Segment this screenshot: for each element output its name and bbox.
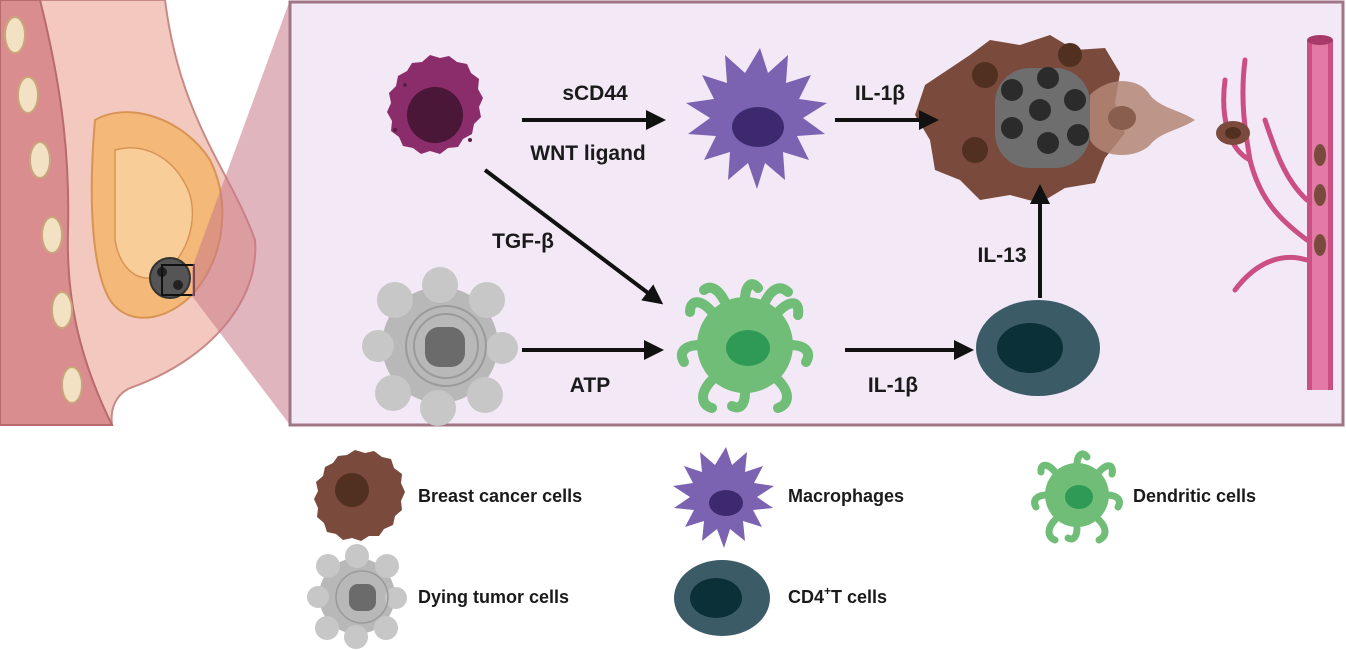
label-tgfb: TGF-β xyxy=(492,230,554,253)
pathway-arrows xyxy=(483,110,1050,360)
legend-label-breast-cancer: Breast cancer cells xyxy=(418,486,582,506)
dendritic-cell xyxy=(676,279,814,413)
label-il13: IL-13 xyxy=(977,244,1026,267)
legend-label-dendritic: Dendritic cells xyxy=(1133,486,1256,506)
legend-label-cd4-prefix: CD4 xyxy=(788,587,824,607)
legend-dendritic xyxy=(1031,450,1123,544)
legend-label-cd4: CD4+T cells xyxy=(788,584,887,607)
tumor-origin-cell xyxy=(387,55,483,154)
label-il1b-bottom: IL-1β xyxy=(868,374,918,397)
arrow-tumor-to-dendritic xyxy=(483,168,664,305)
legend-label-dying-tumor: Dying tumor cells xyxy=(418,587,569,607)
blood-vessel xyxy=(1216,35,1333,390)
macrophage-cell xyxy=(686,48,827,189)
breast-anatomy-illustration xyxy=(0,0,257,426)
legend-breast-cancer xyxy=(314,450,405,541)
legend-dying-tumor xyxy=(307,544,407,649)
label-il1b-top: IL-1β xyxy=(855,82,905,105)
legend: Breast cancer cells Macrophages Dendriti… xyxy=(307,447,1256,649)
legend-macrophage xyxy=(673,447,774,548)
legend-label-cd4-sup: + xyxy=(824,584,831,598)
label-wnt-ligand: WNT ligand xyxy=(530,142,645,165)
label-atp: ATP xyxy=(570,374,610,397)
legend-label-cd4-suffix: T cells xyxy=(831,587,887,607)
cd4-t-cell xyxy=(976,300,1100,396)
zoom-wedge xyxy=(192,0,290,425)
breast-cancer-cluster xyxy=(915,35,1195,203)
legend-label-macrophages: Macrophages xyxy=(788,486,904,506)
legend-cd4-t-cell xyxy=(674,560,770,636)
dying-tumor-cell xyxy=(362,267,518,426)
label-scd44: sCD44 xyxy=(562,82,628,105)
